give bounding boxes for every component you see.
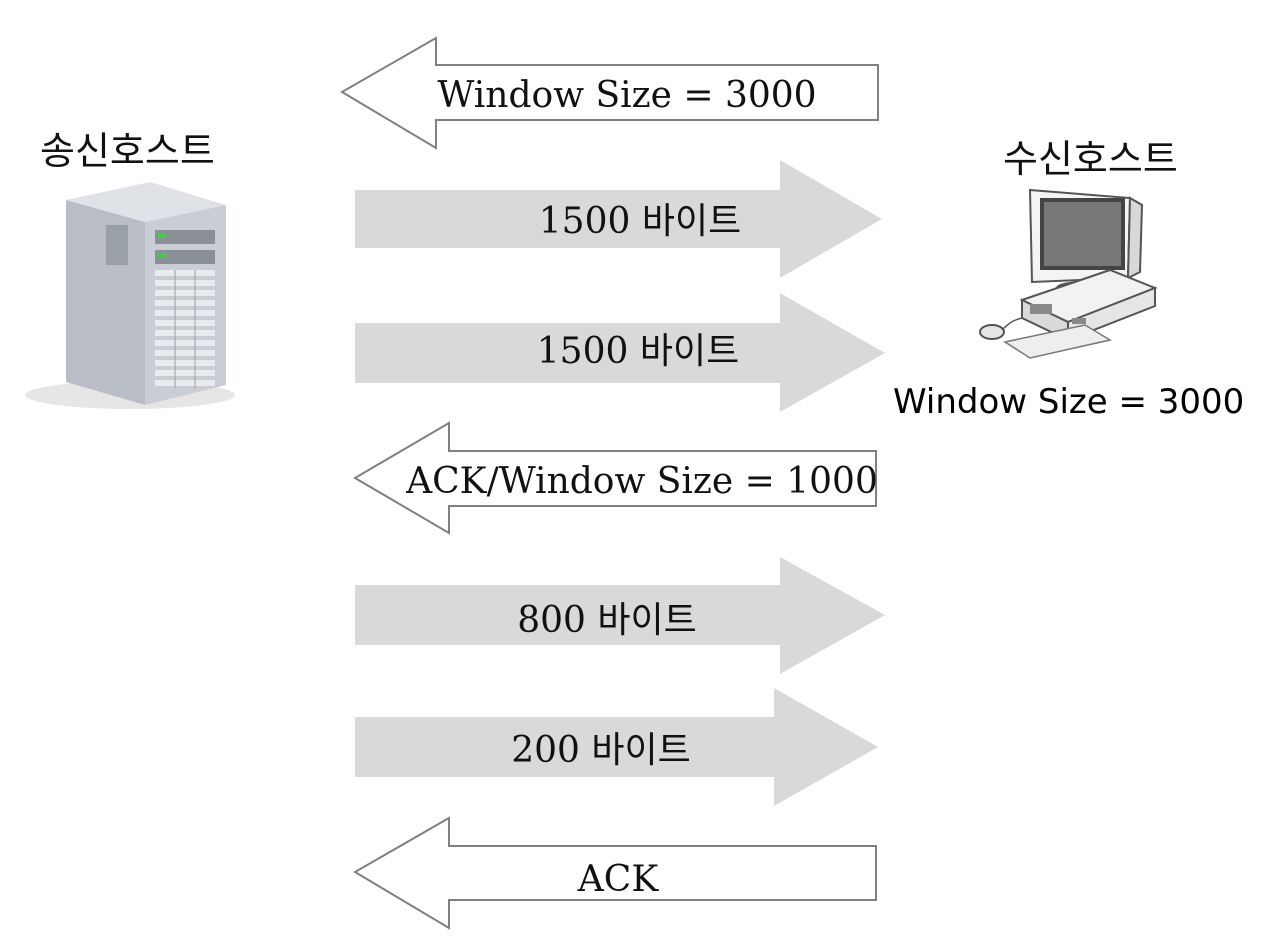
receiver-label: 수신호스트 xyxy=(1003,137,1178,181)
arrow-label-3: 1500 바이트 xyxy=(537,331,739,372)
arrow-200-bytes: 200 바이트 xyxy=(355,688,878,806)
arrow-800-bytes: 800 바이트 xyxy=(355,557,885,674)
arrow-label-7: ACK xyxy=(577,859,660,900)
arrow-label-1: Window Size = 3000 xyxy=(437,75,816,116)
sender-label: 송신호스트 xyxy=(40,129,215,173)
arrow-ack: ACK xyxy=(353,816,877,930)
receiver-window-size-note: Window Size = 3000 xyxy=(893,382,1245,422)
arrow-label-2: 1500 바이트 xyxy=(539,201,741,242)
arrow-label-5: 800 바이트 xyxy=(517,600,697,641)
arrow-ack-window-size-1000: ACK/Window Size = 1000 xyxy=(353,421,878,535)
arrow-label-6: 200 바이트 xyxy=(511,730,691,771)
arrow-label-4: ACK/Window Size = 1000 xyxy=(405,461,878,502)
arrow-1500-bytes-second: 1500 바이트 xyxy=(355,293,885,412)
arrow-1500-bytes-first: 1500 바이트 xyxy=(355,160,882,278)
arrow-window-size-3000: Window Size = 3000 xyxy=(340,36,879,150)
computer-icon xyxy=(979,188,1158,359)
server-icon xyxy=(25,182,235,409)
